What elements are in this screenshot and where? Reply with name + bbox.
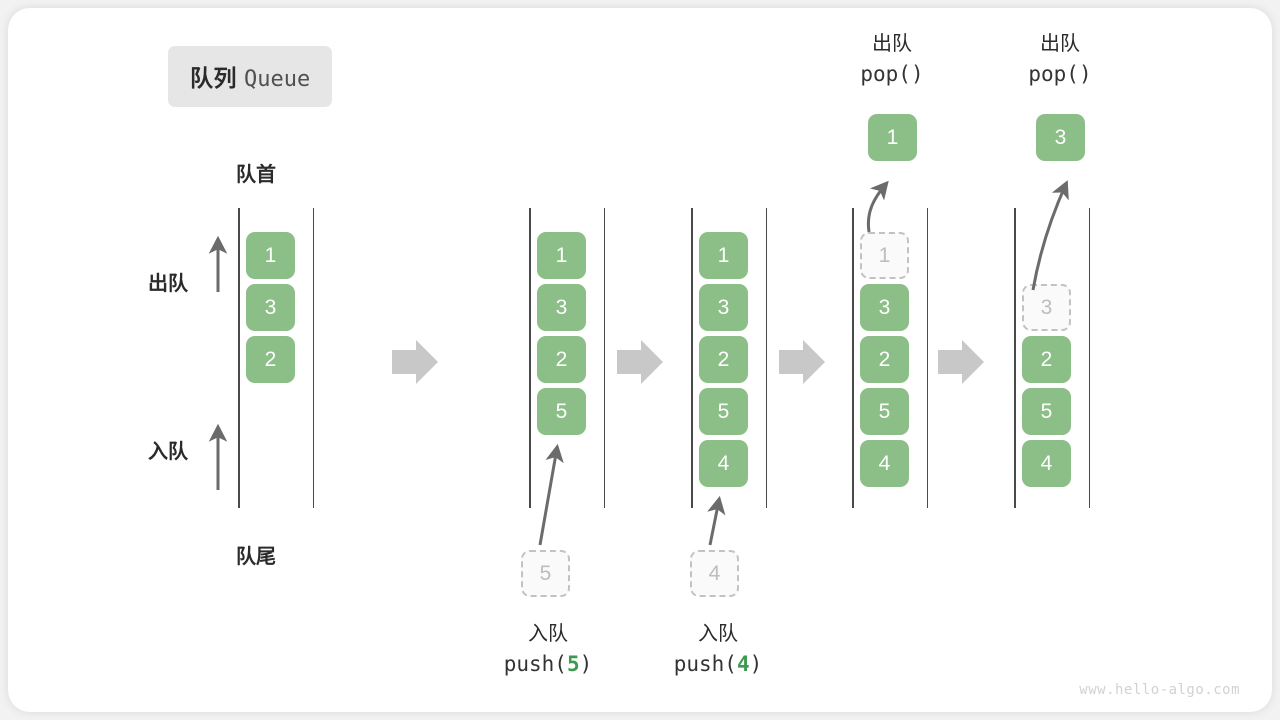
queue-cell: 4 (1022, 440, 1071, 487)
popped-element: 1 (868, 114, 917, 161)
operation-name: 出队 (872, 33, 912, 55)
operation-code-prefix: push( (673, 652, 737, 676)
queue-cell-vacated-ghost: 3 (1022, 284, 1071, 331)
operation-code-suffix: ) (579, 652, 593, 676)
queue-rail-right (765, 208, 767, 508)
queue-cell: 2 (537, 336, 586, 383)
queue-cell: 3 (860, 284, 909, 331)
queue-cell: 5 (860, 388, 909, 435)
operation-code-prefix: pop( (1028, 62, 1079, 86)
operation-code-prefix: pop( (860, 62, 911, 86)
operation-code-arg: 5 (566, 652, 580, 676)
incoming-element-ghost: 5 (521, 550, 570, 597)
queue-cell: 4 (699, 440, 748, 487)
queue-cell: 4 (860, 440, 909, 487)
queue-tail-label: 队尾 (236, 546, 276, 568)
operation-caption-pop-3: 出队 pop() (980, 30, 1140, 89)
queue-cell: 3 (699, 284, 748, 331)
operation-code: push(5) (468, 649, 628, 679)
operation-code: pop() (812, 59, 972, 89)
queue-cell: 3 (537, 284, 586, 331)
operation-code-suffix: ) (1078, 62, 1092, 86)
queue-column-after-pop-3: 3 2 5 4 (1014, 208, 1090, 508)
queue-rail-right (603, 208, 605, 508)
queue-cell: 2 (860, 336, 909, 383)
diagram-title-en: Queue (244, 67, 311, 92)
operation-code: push(4) (638, 649, 798, 679)
operation-code: pop() (980, 59, 1140, 89)
queue-cell: 1 (699, 232, 748, 279)
operation-name: 出队 (1040, 33, 1080, 55)
queue-cell: 2 (699, 336, 748, 383)
queue-cell: 5 (1022, 388, 1071, 435)
diagram-title-badge: 队列 Queue (168, 46, 333, 107)
operation-caption-push-5: 入队 push(5) (468, 620, 628, 679)
operation-code-suffix: ) (749, 652, 763, 676)
queue-cell: 3 (246, 284, 295, 331)
queue-rail-left (1014, 208, 1016, 508)
queue-rail-left (238, 208, 240, 508)
queue-cell: 1 (246, 232, 295, 279)
enqueue-direction-label: 入队 (148, 441, 188, 463)
queue-rail-right (1088, 208, 1090, 508)
queue-cell: 5 (699, 388, 748, 435)
queue-column-after-push-4: 1 3 2 5 4 (691, 208, 767, 508)
queue-rail-right (926, 208, 928, 508)
queue-rail-left (529, 208, 531, 508)
queue-cell: 2 (246, 336, 295, 383)
queue-rail-left (852, 208, 854, 508)
queue-column-after-push-5: 1 3 2 5 (529, 208, 605, 508)
operation-caption-push-4: 入队 push(4) (638, 620, 798, 679)
queue-cell: 5 (537, 388, 586, 435)
queue-column-initial: 1 3 2 (238, 208, 314, 508)
diagram-title-cn: 队列 (190, 65, 237, 91)
watermark: www.hello-algo.com (1079, 682, 1240, 698)
dequeue-direction-label: 出队 (148, 273, 188, 295)
queue-cell: 2 (1022, 336, 1071, 383)
operation-code-suffix: ) (910, 62, 924, 86)
operation-name: 入队 (698, 623, 738, 645)
operation-name: 入队 (528, 623, 568, 645)
queue-column-after-pop-1: 1 3 2 5 4 (852, 208, 928, 508)
operation-caption-pop-1: 出队 pop() (812, 30, 972, 89)
queue-rail-left (691, 208, 693, 508)
incoming-element-ghost: 4 (690, 550, 739, 597)
operation-code-arg: 4 (736, 652, 750, 676)
queue-cell: 1 (537, 232, 586, 279)
queue-cell-vacated-ghost: 1 (860, 232, 909, 279)
operation-code-prefix: push( (503, 652, 567, 676)
queue-rail-right (312, 208, 314, 508)
queue-head-label: 队首 (236, 164, 276, 186)
popped-element: 3 (1036, 114, 1085, 161)
